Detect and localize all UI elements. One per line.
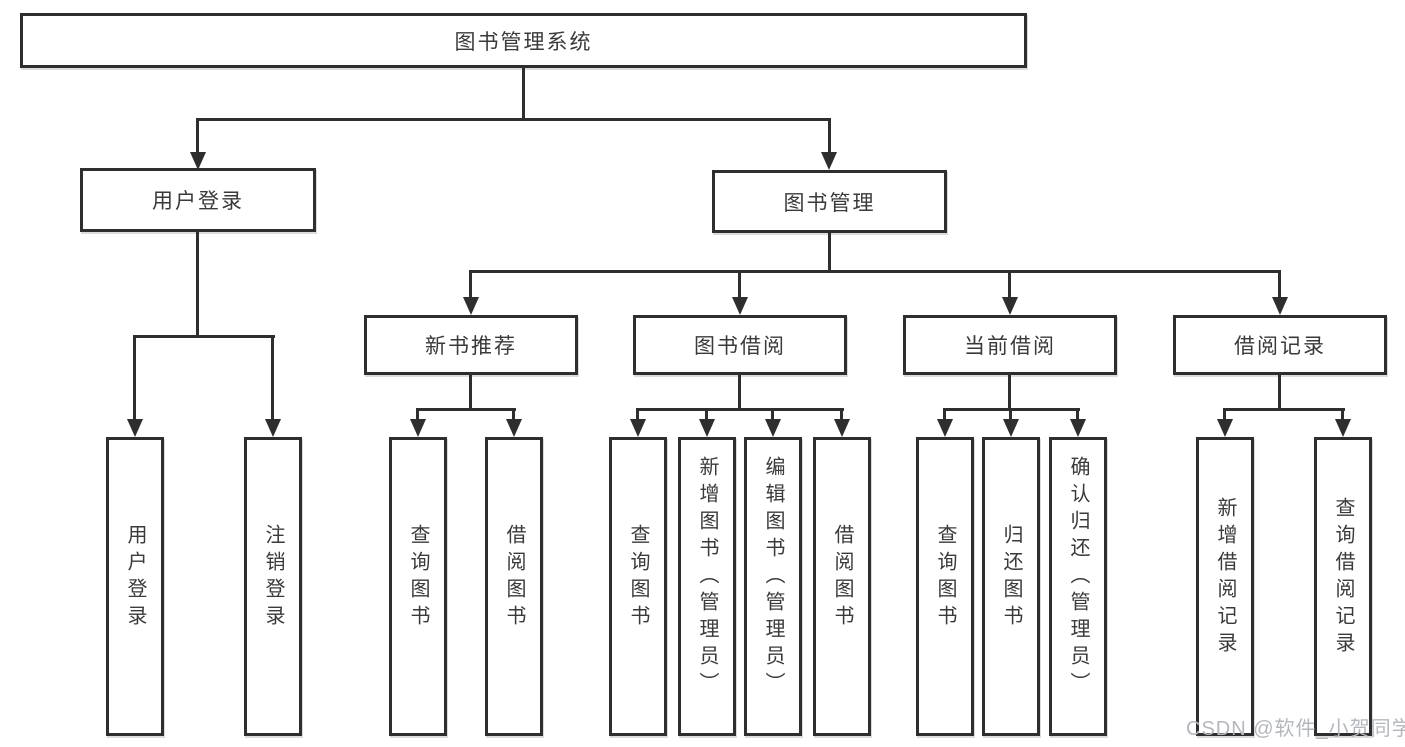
leaf-edit-books-admin-label: 编辑图书（管理员）	[762, 456, 784, 699]
connector-stub	[1278, 373, 1281, 411]
arrow-down-icon	[1335, 419, 1351, 437]
connector-arrow-stem	[271, 335, 274, 420]
arrow-down-icon	[1003, 419, 1019, 437]
arrow-down-icon	[127, 419, 143, 437]
connector-arrow-stem	[705, 408, 708, 420]
node-borrow-record: 借阅记录	[1173, 315, 1387, 375]
leaf-logout-label: 注销登录	[262, 523, 284, 632]
arrow-down-icon	[1002, 297, 1018, 315]
arrow-down-icon	[732, 297, 748, 315]
connector-arrow-stem	[1008, 270, 1011, 298]
node-book-borrow: 图书借阅	[633, 315, 847, 375]
leaf-query-borrow-record: 查询借阅记录	[1314, 437, 1372, 736]
connector-book-mgmt-stub	[828, 233, 831, 273]
connector-splitter	[636, 408, 844, 411]
leaf-add-books-admin: 新增图书（管理员）	[678, 437, 736, 736]
connector-arrow-stem	[1341, 408, 1344, 420]
leaf-borrow-books: 借阅图书	[813, 437, 871, 736]
connector-root-stub	[522, 68, 525, 118]
node-new-book-recommend-label: 新书推荐	[425, 335, 517, 358]
arrow-down-icon	[265, 419, 281, 437]
connector-user-login-splitter	[133, 335, 275, 338]
leaf-query-books-recommend-label: 查询图书	[407, 523, 429, 632]
leaf-query-books-recommend: 查询图书	[389, 437, 447, 736]
arrow-down-icon	[821, 152, 837, 170]
node-book-management: 图书管理	[712, 170, 947, 233]
leaf-confirm-return-admin: 确认归还（管理员）	[1049, 437, 1107, 736]
connector-stub	[1008, 373, 1011, 411]
leaf-query-books-borrow: 查询图书	[609, 437, 667, 736]
leaf-borrow-books-label: 借阅图书	[831, 523, 853, 632]
node-user-login: 用户登录	[80, 168, 316, 232]
node-book-borrow-label: 图书借阅	[694, 335, 786, 358]
node-root: 图书管理系统	[20, 13, 1027, 68]
connector-level3-splitter	[469, 270, 1281, 273]
connector-arrow-stem	[469, 270, 472, 298]
node-user-login-label: 用户登录	[152, 190, 244, 213]
arrow-down-icon	[1217, 419, 1233, 437]
leaf-query-books-current: 查询图书	[916, 437, 974, 736]
leaf-add-books-admin-label: 新增图书（管理员）	[696, 456, 718, 699]
leaf-borrow-books-recommend: 借阅图书	[485, 437, 543, 736]
leaf-borrow-books-recommend-label: 借阅图书	[503, 523, 525, 632]
connector-arrow-stem	[1223, 408, 1226, 420]
connector-stub	[469, 373, 472, 411]
arrow-down-icon	[937, 419, 953, 437]
arrow-down-icon	[765, 419, 781, 437]
leaf-return-books-label: 归还图书	[1000, 523, 1022, 632]
connector-arrow-stem	[1278, 270, 1281, 298]
connector-arrow-stem	[1076, 408, 1079, 420]
csdn-watermark: CSDN @软件_小贺同学	[1186, 718, 1405, 740]
leaf-add-borrow-record: 新增借阅记录	[1196, 437, 1254, 736]
leaf-user-login: 用户登录	[106, 437, 164, 736]
leaf-query-books-current-label: 查询图书	[934, 523, 956, 632]
connector-arrow-stem	[512, 408, 515, 420]
leaf-logout: 注销登录	[244, 437, 302, 736]
connector-arrow-stem	[1009, 408, 1012, 420]
connector-user-login-stub	[196, 232, 199, 338]
leaf-edit-books-admin: 编辑图书（管理员）	[744, 437, 802, 736]
node-borrow-record-label: 借阅记录	[1234, 335, 1326, 358]
arrow-down-icon	[190, 152, 206, 170]
connector-splitter	[416, 408, 516, 411]
arrow-down-icon	[463, 297, 479, 315]
arrow-down-icon	[1272, 297, 1288, 315]
connector-arrow-stem	[636, 408, 639, 420]
leaf-add-borrow-record-label: 新增借阅记录	[1214, 496, 1236, 659]
connector-root-splitter	[196, 118, 831, 121]
arrow-down-icon	[699, 419, 715, 437]
connector-arrow-stem	[133, 335, 136, 420]
node-book-management-label: 图书管理	[783, 191, 876, 215]
connector-arrow-stem	[738, 270, 741, 298]
connector-stub	[738, 373, 741, 411]
connector-arrow-stem	[840, 408, 843, 420]
connector-arrow-stem	[828, 118, 831, 154]
leaf-query-borrow-record-label: 查询借阅记录	[1332, 496, 1354, 659]
node-current-borrow: 当前借阅	[903, 315, 1117, 375]
arrow-down-icon	[1070, 419, 1086, 437]
arrow-down-icon	[630, 419, 646, 437]
connector-splitter	[1223, 408, 1345, 411]
leaf-return-books: 归还图书	[982, 437, 1040, 736]
arrow-down-icon	[834, 419, 850, 437]
node-root-label: 图书管理系统	[454, 30, 593, 54]
leaf-user-login-label: 用户登录	[124, 523, 146, 632]
connector-arrow-stem	[416, 408, 419, 420]
connector-arrow-stem	[771, 408, 774, 420]
node-new-book-recommend: 新书推荐	[364, 315, 578, 375]
node-current-borrow-label: 当前借阅	[964, 335, 1056, 358]
connector-arrow-stem	[196, 118, 199, 154]
leaf-confirm-return-admin-label: 确认归还（管理员）	[1067, 456, 1089, 699]
connector-arrow-stem	[943, 408, 946, 420]
arrow-down-icon	[506, 419, 522, 437]
arrow-down-icon	[410, 419, 426, 437]
leaf-query-books-borrow-label: 查询图书	[627, 523, 649, 632]
